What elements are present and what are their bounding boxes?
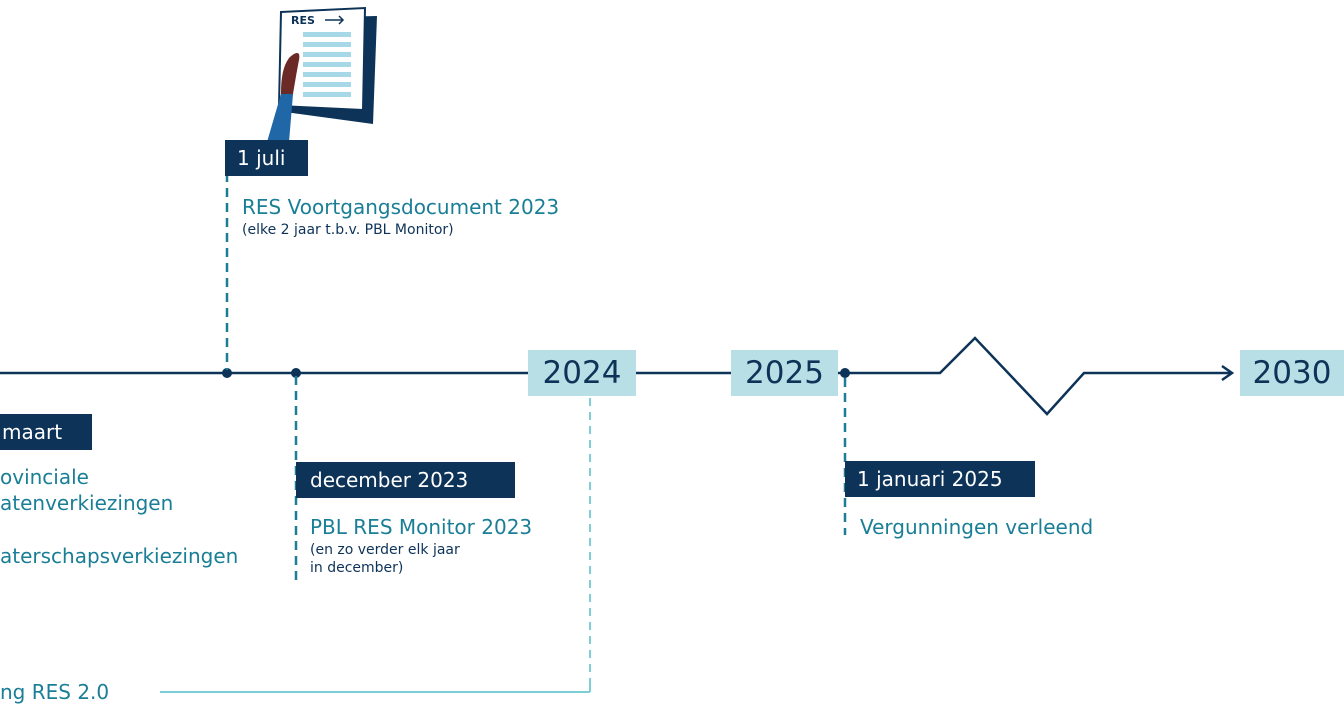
- event-waterschapsverkiezingen: aterschapsverkiezingen: [0, 544, 239, 568]
- event-pbl-res-monitor: PBL RES Monitor 2023: [310, 515, 533, 539]
- document-icon: RES: [277, 6, 377, 124]
- date-tag-1-juli: 1 juli: [225, 140, 308, 176]
- axis-break-zigzag: [838, 336, 1230, 416]
- event-res-voortgangsdocument-note: (elke 2 jaar t.b.v. PBL Monitor): [242, 222, 454, 238]
- hand-icon: [267, 53, 300, 142]
- event-vergunningen-verleend: Vergunningen verleend: [860, 515, 1094, 539]
- year-2030-tag: 2030: [1240, 350, 1344, 396]
- event-res-2-0: ng RES 2.0: [0, 680, 110, 704]
- dot-juli: [222, 368, 232, 378]
- event-provinciale-line2: atenverkiezingen: [0, 491, 174, 515]
- event-pbl-res-monitor-note-line2: in december): [310, 560, 404, 576]
- year-2024-tag: 2024: [528, 350, 636, 396]
- event-res-voortgangsdocument: RES Voortgangsdocument 2023: [242, 195, 560, 219]
- event-pbl-res-monitor-note-line1: (en zo verder elk jaar: [310, 542, 460, 558]
- date-tag-1-januari-2025: 1 januari 2025: [845, 461, 1035, 497]
- date-tag-december-2023: december 2023: [296, 462, 515, 498]
- document-in-hand-illustration: RES: [267, 6, 377, 142]
- date-tag-maart: maart: [0, 414, 92, 450]
- dot-januari: [840, 368, 850, 378]
- dot-december: [291, 368, 301, 378]
- year-2025-tag: 2025: [731, 350, 838, 396]
- arrow-head: [1221, 364, 1235, 382]
- event-provinciale-line1: ovinciale: [0, 465, 89, 489]
- document-res-label: RES: [291, 14, 315, 27]
